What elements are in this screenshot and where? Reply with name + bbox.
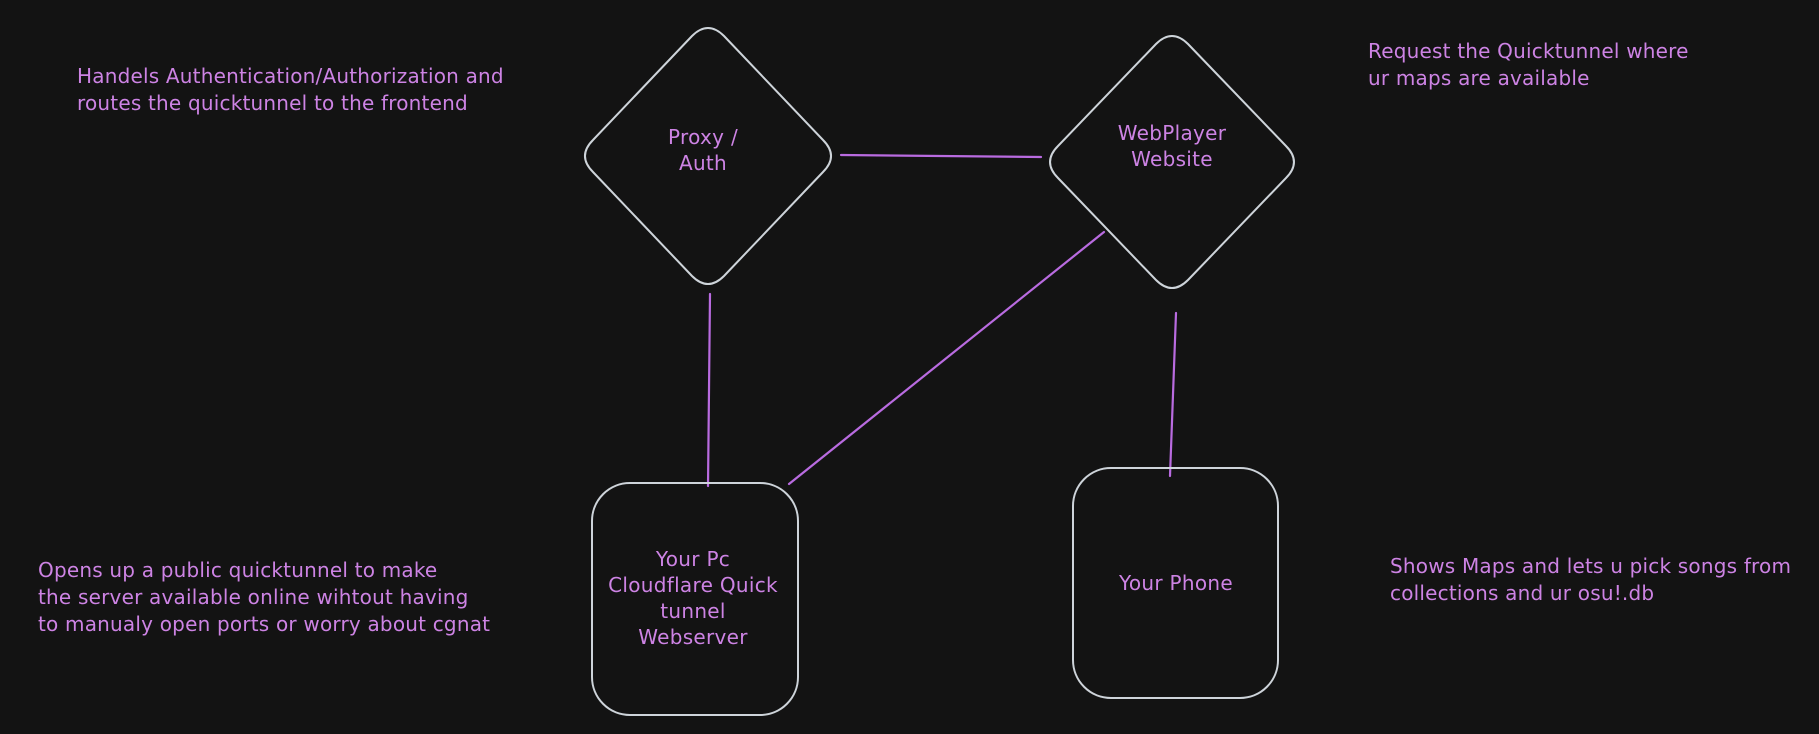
annotation-proxy-auth-line1: Handels Authentication/Authorization and (77, 64, 504, 88)
webplayer-diamond[interactable] (1049, 35, 1295, 289)
edge-proxy-yourpc[interactable] (706, 292, 712, 488)
annotation-webplayer-line2: ur maps are available (1368, 66, 1590, 90)
your-pc-label-line4: Webserver (638, 625, 748, 649)
edge-webplayer-yourphone[interactable] (1168, 311, 1178, 478)
your-phone-rectangle[interactable] (1072, 467, 1279, 699)
webplayer-label-line1: WebPlayer (1117, 121, 1227, 145)
your-pc-label: Your Pc Cloudflare Quick tunnel Webserve… (608, 546, 778, 650)
annotation-your-pc-line1: Opens up a public quicktunnel to make (38, 558, 438, 582)
annotation-your-pc-line3: to manualy open ports or worry about cgn… (38, 612, 491, 636)
annotation-proxy-auth-line2: routes the quicktunnel to the frontend (77, 91, 468, 115)
proxy-auth-label-line1: Proxy / (668, 125, 738, 149)
proxy-auth-diamond[interactable] (584, 27, 832, 285)
webplayer-label-line2: Website (1131, 147, 1213, 171)
annotation-webplayer-line1: Request the Quicktunnel where (1368, 39, 1689, 63)
annotation-proxy-auth[interactable]: Handels Authentication/Authorization and… (77, 63, 504, 117)
webplayer-label: WebPlayer Website (1118, 120, 1227, 172)
proxy-auth-label: Proxy / Auth (668, 124, 738, 176)
your-pc-label-line2: Cloudflare Quick (608, 573, 778, 597)
proxy-auth-label-line2: Auth (678, 151, 728, 175)
annotation-your-phone-line1: Shows Maps and lets u pick songs from (1390, 554, 1792, 578)
your-phone-label-line1: Your Phone (1118, 571, 1234, 595)
your-pc-rectangle[interactable] (591, 482, 799, 716)
annotation-your-phone[interactable]: Shows Maps and lets u pick songs from co… (1390, 553, 1791, 607)
annotation-your-phone-line2: collections and ur osu!.db (1390, 581, 1655, 605)
annotation-webplayer[interactable]: Request the Quicktunnel where ur maps ar… (1368, 38, 1689, 92)
edge-webplayer-yourpc[interactable] (787, 230, 1106, 486)
edge-proxy-webplayer[interactable] (839, 153, 1043, 159)
your-pc-label-line3: tunnel (660, 599, 726, 623)
your-phone-label: Your Phone (1119, 570, 1233, 596)
annotation-your-pc-line2: the server available online wihtout havi… (38, 585, 469, 609)
your-pc-label-line1: Your Pc (655, 547, 731, 571)
annotation-your-pc[interactable]: Opens up a public quicktunnel to make th… (38, 557, 490, 638)
